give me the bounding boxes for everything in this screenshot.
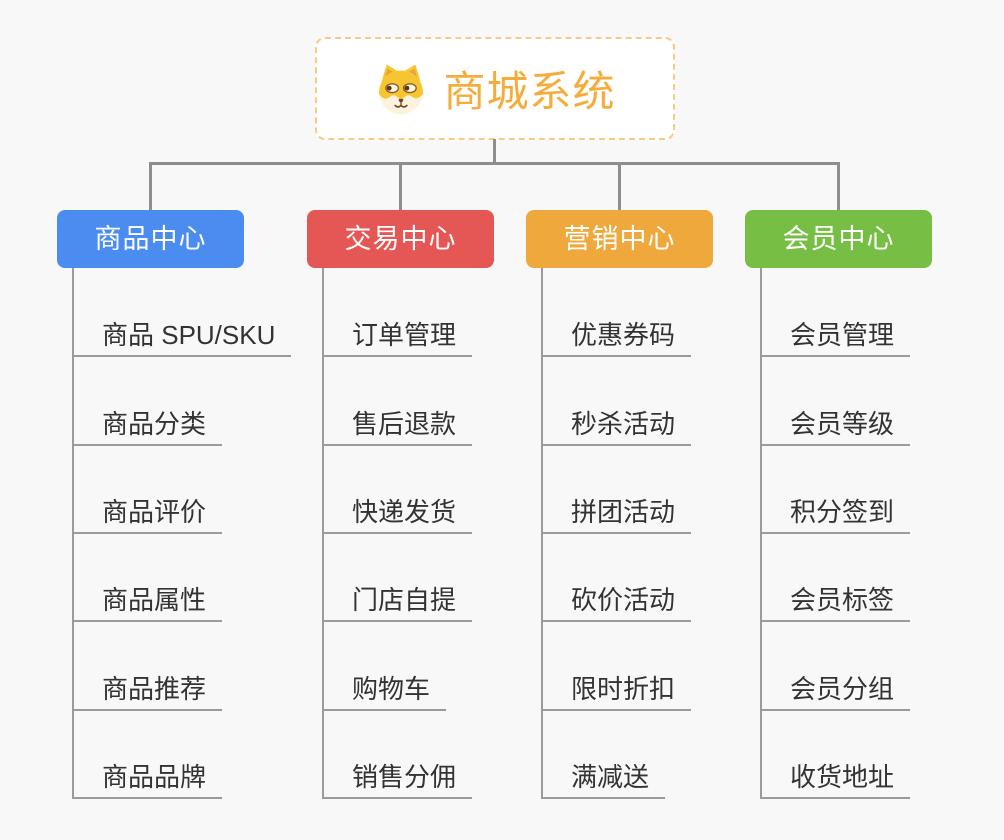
connector-drop-member: [837, 162, 840, 210]
connector-drop-marketing: [618, 162, 621, 210]
leaf-node[interactable]: 会员分组: [760, 674, 911, 711]
leaf-node[interactable]: 商品品牌: [72, 762, 223, 799]
leaf-node[interactable]: 拼团活动: [541, 497, 692, 534]
leaf-node[interactable]: 商品推荐: [72, 674, 223, 711]
leaf-node[interactable]: 销售分佣: [322, 762, 473, 799]
leaf-node[interactable]: 商品属性: [72, 585, 223, 622]
leaf-node[interactable]: 商品 SPU/SKU: [72, 320, 292, 357]
leaf-node[interactable]: 收货地址: [760, 762, 911, 799]
branch-node-trade-center[interactable]: 交易中心: [307, 210, 494, 268]
branch-node-member-center[interactable]: 会员中心: [745, 210, 932, 268]
leaf-node[interactable]: 会员标签: [760, 585, 911, 622]
leaf-node[interactable]: 砍价活动: [541, 585, 692, 622]
root-title: 商城系统: [443, 68, 616, 115]
leaf-node[interactable]: 门店自提: [322, 585, 473, 622]
root-node[interactable]: 商城系统: [315, 37, 675, 140]
leaf-node[interactable]: 会员等级: [760, 409, 911, 446]
leaf-node[interactable]: 秒杀活动: [541, 409, 692, 446]
dog-face-icon: [374, 62, 428, 116]
leaf-node[interactable]: 购物车: [322, 674, 447, 711]
leaf-node[interactable]: 快递发货: [322, 497, 473, 534]
connector-root-trunk: [493, 139, 496, 163]
leaf-node[interactable]: 限时折扣: [541, 674, 692, 711]
leaf-node[interactable]: 满减送: [541, 762, 666, 799]
leaf-node[interactable]: 优惠券码: [541, 320, 692, 357]
branch-node-product-center[interactable]: 商品中心: [57, 210, 244, 268]
leaf-node[interactable]: 积分签到: [760, 497, 911, 534]
branch-node-marketing-center[interactable]: 营销中心: [526, 210, 713, 268]
connector-drop-trade: [399, 162, 402, 210]
leaf-node[interactable]: 订单管理: [322, 320, 473, 357]
leaf-node[interactable]: 商品评价: [72, 497, 223, 534]
leaf-node[interactable]: 商品分类: [72, 409, 223, 446]
leaf-node[interactable]: 会员管理: [760, 320, 911, 357]
connector-drop-product: [149, 162, 152, 210]
leaf-node[interactable]: 售后退款: [322, 409, 473, 446]
connector-horizontal-bar: [149, 162, 840, 165]
